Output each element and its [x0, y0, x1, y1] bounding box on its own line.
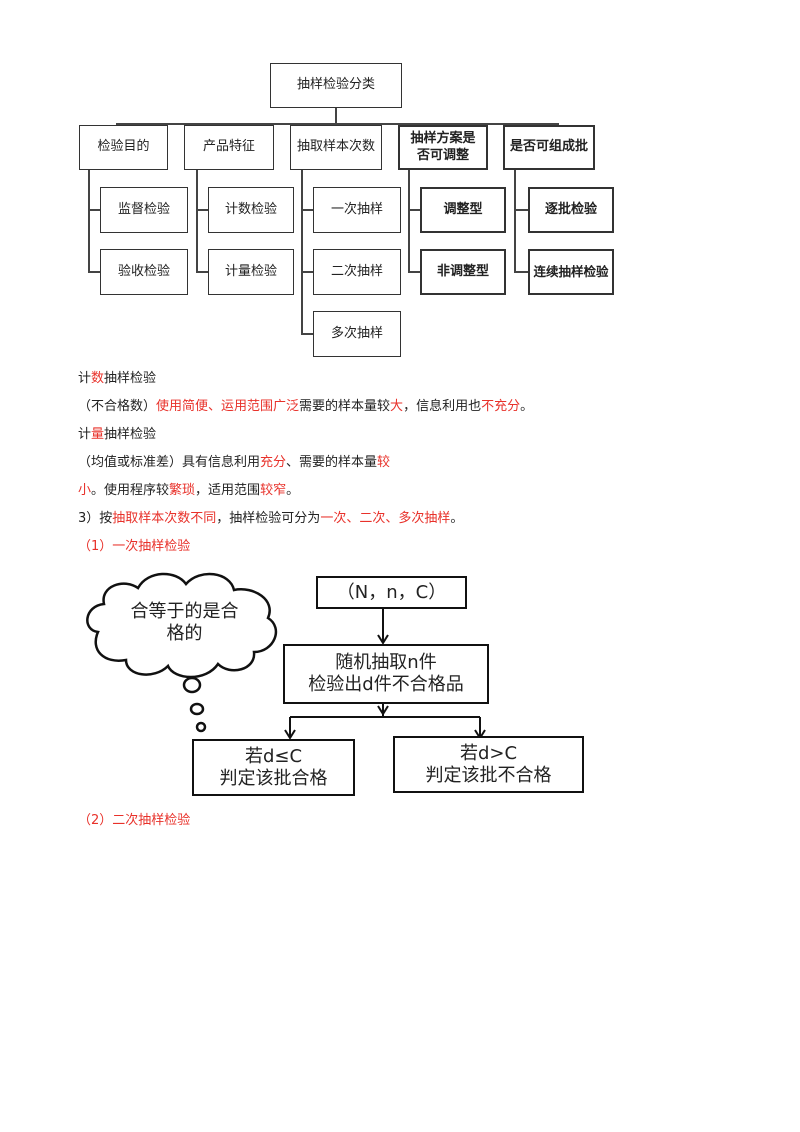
- connector: [557, 123, 559, 126]
- line-measure-sampling: 计量抽样检验: [78, 426, 156, 444]
- connector: [408, 170, 410, 272]
- leaf-acceptance: 验收检验: [100, 249, 188, 295]
- text-red: 繁琐: [169, 483, 196, 498]
- pass-line-1: 若d≤C: [244, 745, 303, 767]
- category-times: 抽取样本次数: [290, 125, 382, 170]
- line-measure-description: （均值或标准差）具有信息利用充分、需要的样本量较: [78, 454, 390, 472]
- category-feature: 产品特征: [184, 125, 274, 170]
- fail-line-1: 若d>C: [459, 742, 518, 764]
- thought-bubble: [182, 676, 202, 694]
- line-measure-description-cont: 小。使用程序较繁琐，适用范围较窄。: [78, 482, 299, 500]
- text-red: 较: [377, 455, 391, 470]
- connector: [335, 108, 337, 124]
- arrow-head: [284, 729, 296, 740]
- connector: [514, 170, 516, 272]
- text: 、需要的样本量: [286, 455, 378, 470]
- pass-box: 若d≤C 判定该批合格: [192, 739, 355, 796]
- leaf-lot-by-lot: 逐批检验: [528, 187, 614, 233]
- connector: [408, 209, 420, 211]
- connector: [301, 170, 303, 334]
- text: 。使用程序较: [91, 483, 170, 498]
- arrow-head: [377, 634, 389, 645]
- connector: [116, 123, 118, 126]
- thought-bubble: [189, 702, 205, 716]
- leaf-double: 二次抽样: [313, 249, 401, 295]
- text: ，信息利用也: [403, 399, 482, 414]
- text-red: 使用简便、运用范围广泛: [156, 399, 300, 414]
- text: 。: [286, 483, 300, 498]
- leaf-adjustable: 调整型: [420, 187, 506, 233]
- connector: [196, 170, 198, 272]
- category-adjust-label: 抽样方案是否可调整: [410, 131, 476, 163]
- text-red: 不充分: [481, 399, 521, 414]
- connector: [301, 333, 313, 335]
- text: ，抽样检验可分为: [216, 511, 321, 526]
- connector: [301, 271, 313, 273]
- sample-step-box: 随机抽取n件 检验出d件不合格品: [283, 644, 489, 704]
- connector: [514, 271, 528, 273]
- leaf-measure: 计量检验: [208, 249, 294, 295]
- cloud-text: 合等于的是合 格的: [112, 601, 257, 645]
- text: 。: [450, 511, 464, 526]
- fail-box: 若d>C 判定该批不合格: [393, 736, 584, 793]
- text: （均值或标准差）具有信息利用: [78, 455, 261, 470]
- leaf-multiple: 多次抽样: [313, 311, 401, 357]
- tree-root: 抽样检验分类: [270, 63, 402, 108]
- cloud-line-2: 格的: [166, 623, 203, 644]
- text-red: 小: [78, 483, 92, 498]
- connector: [116, 123, 558, 125]
- leaf-count: 计数检验: [208, 187, 294, 233]
- text: 抽样检验: [104, 371, 157, 386]
- cloud-line-1: 合等于的是合: [130, 601, 239, 622]
- text: 3）按: [78, 511, 113, 526]
- line-times-classification: 3）按抽取样本次数不同，抽样检验可分为一次、二次、多次抽样。: [78, 510, 463, 528]
- params-box: （N，n，C）: [316, 576, 467, 609]
- heading-single-sampling: （1）一次抽样检验: [78, 539, 191, 554]
- connector: [446, 123, 448, 126]
- line-count-description: （不合格数）使用简便、运用范围广泛需要的样本量较大，信息利用也不充分。: [78, 398, 533, 416]
- text-red: 一次、二次、多次抽样: [320, 511, 451, 526]
- connector: [335, 123, 337, 126]
- text: ，适用范围: [195, 483, 261, 498]
- text-red: 较窄: [260, 483, 287, 498]
- sample-step-line-1: 随机抽取n件: [335, 652, 437, 673]
- text-red: 大: [390, 399, 404, 414]
- leaf-supervision: 监督检验: [100, 187, 188, 233]
- connector: [196, 271, 208, 273]
- thought-bubble: [195, 721, 207, 733]
- connector: [514, 209, 528, 211]
- leaf-continuous: 连续抽样检验: [528, 249, 614, 295]
- category-purpose: 检验目的: [79, 125, 168, 170]
- text: 抽样检验: [104, 427, 157, 442]
- line-count-sampling: 计数抽样检验: [78, 370, 156, 388]
- leaf-single: 一次抽样: [313, 187, 401, 233]
- text: （不合格数）: [78, 399, 157, 414]
- text: 计: [78, 371, 92, 386]
- category-batch: 是否可组成批: [503, 125, 595, 170]
- text-red: 数: [91, 371, 105, 386]
- fail-line-2: 判定该批不合格: [425, 764, 552, 786]
- connector: [88, 271, 100, 273]
- text: 计: [78, 427, 92, 442]
- text: 需要的样本量较: [299, 399, 391, 414]
- connector: [301, 209, 313, 211]
- text-red: 充分: [260, 455, 287, 470]
- text: 。: [520, 399, 534, 414]
- connector: [88, 170, 90, 272]
- arrow-head: [377, 705, 389, 716]
- category-adjust: 抽样方案是否可调整: [398, 125, 488, 170]
- leaf-non-adjustable: 非调整型: [420, 249, 506, 295]
- heading-double-sampling: （2）二次抽样检验: [78, 813, 191, 828]
- text-red: 抽取样本次数不同: [112, 511, 217, 526]
- sample-step-line-2: 检验出d件不合格品: [308, 674, 464, 695]
- connector: [229, 123, 231, 126]
- text-red: 量: [91, 427, 105, 442]
- connector: [196, 209, 208, 211]
- connector: [408, 271, 420, 273]
- pass-line-2: 判定该批合格: [219, 767, 328, 789]
- connector: [88, 209, 100, 211]
